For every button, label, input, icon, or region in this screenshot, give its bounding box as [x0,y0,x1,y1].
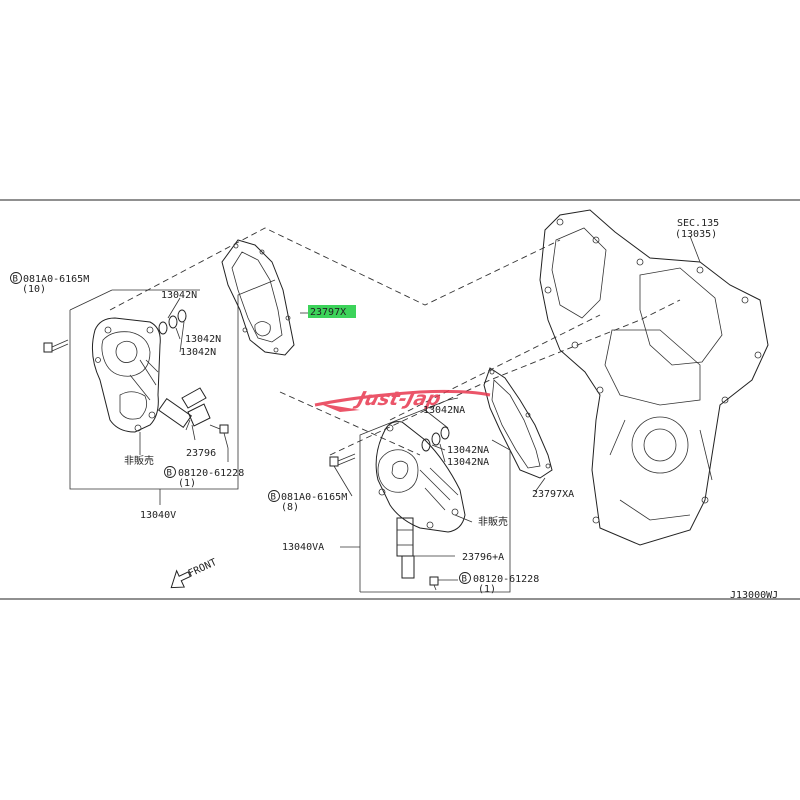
label-assembly-right: 13040VA [282,542,324,553]
bolt-left-icon[interactable] [43,339,69,353]
bolt-mid-icon[interactable] [329,453,356,467]
label-bolt-left-qty: (10) [22,284,46,295]
svg-text:B: B [462,575,467,585]
label-o-ring-1: 13042N [161,290,197,301]
bolt-marker-mid: B [268,490,280,503]
label-bolt-small-right: 08120-61228 [473,574,539,585]
leader-lines [139,297,546,581]
assembly-left-box [69,279,276,505]
svg-text:B: B [13,275,18,285]
label-bolt-small-left: 08120-61228 [178,468,244,479]
bolt-marker-small-left: B [164,466,176,479]
o-rings-left[interactable] [158,309,187,335]
svg-text:B: B [167,469,172,479]
watermark-text: Just-Jap [351,387,443,410]
label-assembly-left: 13040V [140,510,176,521]
label-not-for-sale-right: 非販売 [478,515,508,528]
label-o-ring-a1: 13042NA [423,405,465,416]
bolt-small-right-icon[interactable] [429,576,439,591]
front-arrow-icon [170,569,191,589]
gasket-23797x[interactable] [221,239,295,356]
bolt-marker-left: B [10,272,22,285]
gasket-23797xa[interactable] [483,367,553,479]
label-gasket-23797x[interactable]: 23797X [310,307,346,318]
diagram-id: J13000WJ [730,590,778,601]
label-o-ring-2: 13042N [185,334,221,345]
assembly-right-box [340,397,511,593]
label-bolt-mid: 081A0-6165M [281,492,347,503]
label-o-ring-a2: 13042NA [447,445,489,456]
label-bolt-small-right-qty: (1) [478,584,496,595]
dashed-guides [109,227,681,456]
bolt-marker-small-right: B [459,572,471,585]
solenoid-left-icon[interactable] [158,387,211,431]
label-gasket-23797xa[interactable]: 23797XA [532,489,574,500]
label-bolt-mid-qty: (8) [281,502,299,513]
variable-timing-cover-right[interactable] [375,421,466,533]
o-rings-right[interactable] [421,426,450,452]
label-o-ring-a3: 13042NA [447,457,489,468]
label-front: FRONT [187,557,219,580]
label-solenoid-right: 23796+A [462,552,504,563]
variable-timing-cover-left[interactable] [91,317,161,433]
label-o-ring-3: 13042N [180,347,216,358]
label-bolt-small-left-qty: (1) [178,478,196,489]
highlight-23797x [308,305,356,318]
watermark-logo: Just-Jap [314,387,491,412]
label-sec-ref-part: (13035) [675,229,717,240]
label-solenoid-left: 23796 [186,448,216,459]
label-sec-ref: SEC.135 [677,218,719,229]
label-not-for-sale-left: 非販売 [124,454,154,467]
engine-timing-cover [539,209,769,546]
svg-text:B: B [271,493,276,503]
bolt-small-left-icon[interactable] [209,424,229,449]
label-bolt-left: 081A0-6165M [23,274,89,285]
solenoid-right-icon[interactable] [396,517,415,579]
